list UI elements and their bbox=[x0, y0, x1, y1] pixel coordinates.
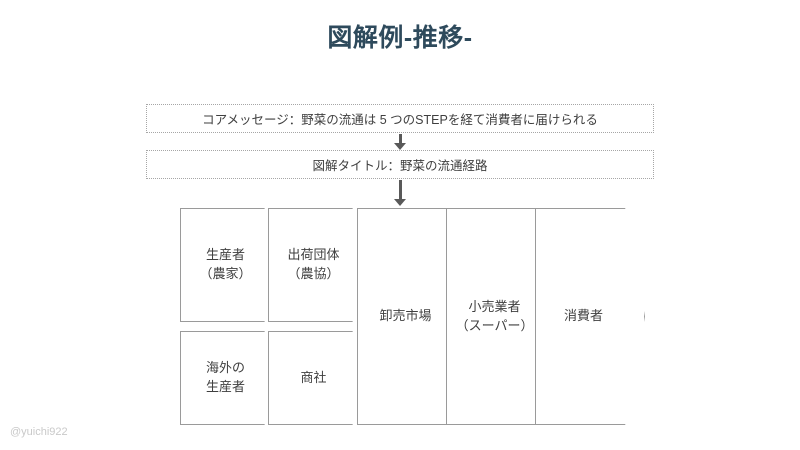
flow-node-label: 卸売市場 bbox=[379, 308, 432, 324]
arrow-down-icon-core-to-title bbox=[393, 134, 407, 150]
flow-node-label: 海外の 生産者 bbox=[205, 360, 245, 394]
arrow-shaft bbox=[399, 180, 402, 199]
flow-node-producer-farmer: 生産者 （農家） bbox=[180, 208, 283, 322]
watermark: @yuichi922 bbox=[10, 426, 68, 438]
arrow-head bbox=[394, 143, 406, 150]
arrow-head bbox=[394, 199, 406, 206]
flow-node-label: 生産者 （農家） bbox=[199, 247, 252, 281]
core-message-text: コアメッセージ：野菜の流通は 5 つのSTEPを経て消費者に届けられる bbox=[202, 113, 598, 127]
flow-node-overseas-producer: 海外の 生産者 bbox=[180, 331, 283, 425]
diagram-title-text: 図解タイトル：野菜の流通経路 bbox=[312, 159, 488, 173]
flow-node-label: 出荷団体 （農協） bbox=[287, 247, 340, 281]
flow-node-shipping-association: 出荷団体 （農協） bbox=[268, 208, 371, 322]
page-title: 図解例-推移- bbox=[327, 24, 473, 52]
diagram-title-box: 図解タイトル：野菜の流通経路 bbox=[146, 150, 654, 179]
arrow-shaft bbox=[399, 134, 402, 143]
flow-node-trading-company: 商社 bbox=[268, 331, 371, 425]
flow-node-label: 消費者 bbox=[564, 308, 604, 324]
flow-node-label: 小売業者 （スーパー） bbox=[455, 298, 534, 333]
flow-node-consumer: 消費者 bbox=[535, 208, 645, 425]
arrow-down-icon-title-to-chart bbox=[393, 180, 407, 207]
flow-node-label: 商社 bbox=[300, 369, 327, 385]
core-message-box: コアメッセージ：野菜の流通は 5 つのSTEPを経て消費者に届けられる bbox=[146, 104, 654, 133]
